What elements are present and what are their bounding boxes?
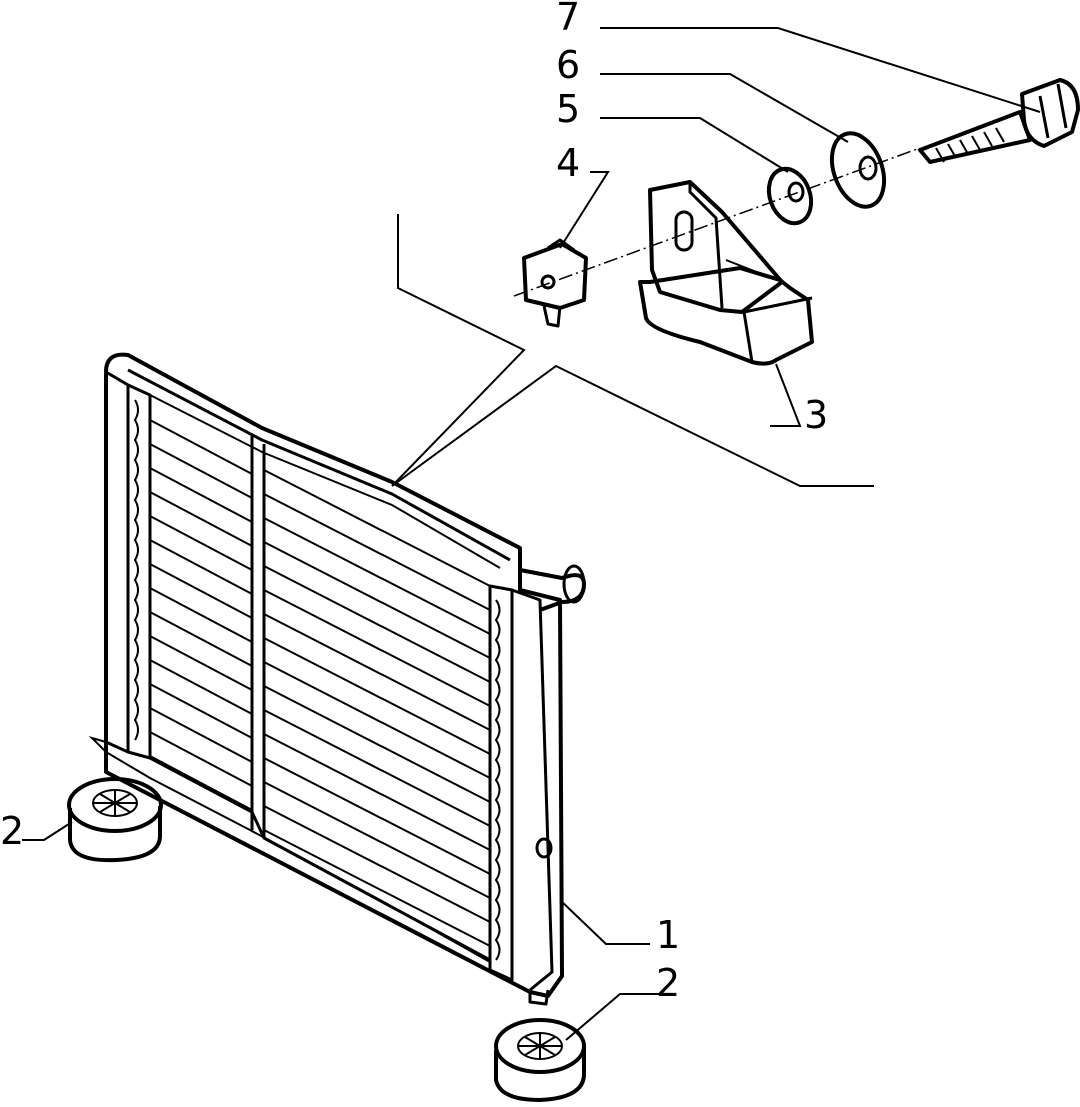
radiator-fins-left — [149, 419, 253, 811]
rubber-foot-right — [494, 1018, 586, 1102]
callout-7: 7 — [556, 0, 580, 39]
radiator — [88, 352, 586, 1006]
leader-lines — [22, 27, 1041, 1041]
callout-labels: 7 6 5 4 3 2 1 2 — [0, 0, 828, 1005]
callout-2-left: 2 — [0, 809, 24, 853]
clip-nut — [522, 238, 588, 328]
callout-1: 1 — [656, 913, 680, 957]
callout-2-right: 2 — [656, 961, 680, 1005]
callout-4: 4 — [556, 141, 580, 185]
rubber-foot-left — [67, 777, 163, 863]
callout-6: 6 — [556, 43, 580, 87]
radiator-fins-right — [263, 469, 491, 947]
mounting-bracket — [638, 180, 814, 366]
callout-3: 3 — [804, 393, 828, 437]
assembly-axis — [513, 147, 921, 297]
hex-bolt — [918, 78, 1080, 164]
callout-5: 5 — [556, 87, 580, 131]
